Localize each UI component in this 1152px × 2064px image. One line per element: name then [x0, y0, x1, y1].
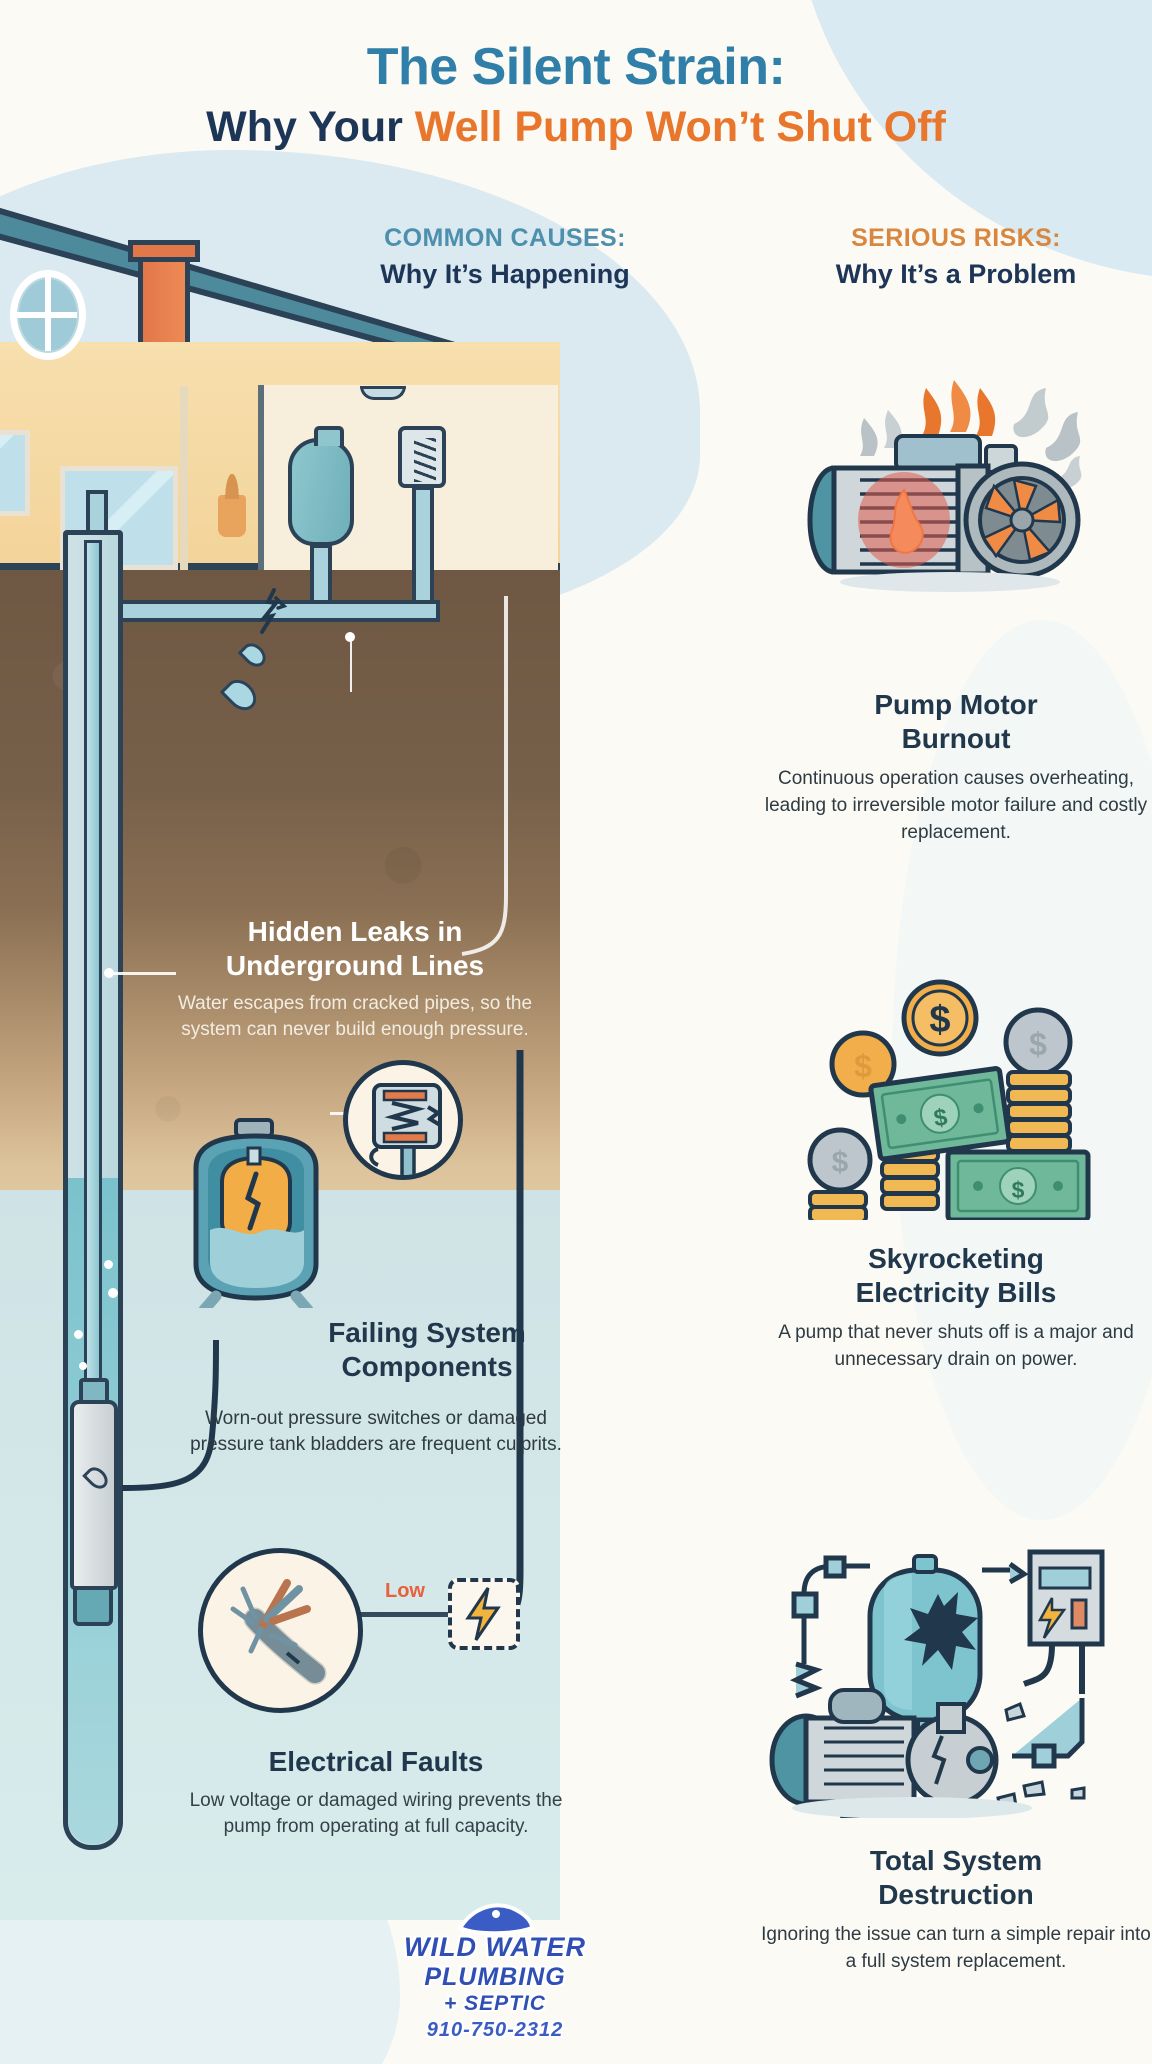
logo-line-3: + SEPTIC: [444, 1992, 546, 2015]
column-header-common-causes: COMMON CAUSES: Why It’s Happening: [230, 224, 780, 290]
risk-title-line1: Pump Motor: [874, 689, 1038, 720]
cause-title-electrical-faults: Electrical Faults: [268, 1746, 484, 1777]
risk-block-total-system-destruction: Total System Destruction Ignoring the is…: [756, 1844, 1152, 1976]
svg-text:$: $: [832, 1146, 849, 1179]
pump-power-cable: [121, 1340, 219, 1491]
page-title-line2-accent: Well Pump Won’t Shut Off: [414, 103, 946, 152]
page-title-line2: Why Your Well Pump Won’t Shut Off: [0, 102, 1152, 154]
low-voltage-badge: Low: [385, 1580, 425, 1602]
cause-body-electrical-faults: Low voltage or damaged wiring prevents t…: [189, 1789, 563, 1837]
supply-line-path: [461, 596, 508, 956]
cause-body-hidden-leaks: Water escapes from cracked pipes, so the…: [177, 993, 533, 1041]
company-logo[interactable]: WILD WATER PLUMBING + SEPTIC 910-750-231…: [370, 1898, 620, 2041]
page-title-line2-plain: Why Your: [206, 103, 415, 152]
pipe-tank-drop: [310, 544, 332, 604]
indoor-pressure-tank-icon: [288, 426, 354, 546]
column-header-serious-risks: SERIOUS RISKS: Why It’s a Problem: [760, 224, 1152, 290]
cause-title-line1: Hidden Leaks in: [247, 916, 463, 947]
risk-title-skyrocketing-bills: Skyrocketing Electricity Bills: [756, 1242, 1152, 1310]
risk-title-total-system-destruction: Total System Destruction: [756, 1844, 1152, 1912]
cause-title-line2: Components: [341, 1350, 513, 1382]
risks-kicker: SERIOUS RISKS:: [851, 224, 1061, 252]
pipe-switch-drop: [412, 486, 434, 604]
pressure-switch-icon: [369, 1083, 442, 1175]
logo-phone[interactable]: 910-750-2312: [426, 2019, 564, 2041]
lightning-bolt-icon: [465, 1587, 501, 1641]
cause-block-electrical-faults: Electrical Faults Low voltage or damaged…: [186, 1745, 566, 1840]
risk-block-pump-motor-burnout: Pump Motor Burnout Continuous operation …: [756, 688, 1152, 846]
pump-cap-icon: [79, 1378, 109, 1404]
chimney-cap-icon: [128, 240, 200, 262]
money-stack-icon: $ $ $ $ $ $: [807, 979, 1091, 1220]
cause-title-line1: Failing System: [328, 1317, 526, 1348]
submersible-pump-icon: [70, 1378, 118, 1626]
indoor-pressure-switch-icon: [398, 426, 446, 488]
svg-text:$: $: [1029, 1026, 1047, 1062]
cause-body-failing-components: Worn-out pressure switches or damaged pr…: [190, 1408, 562, 1456]
svg-text:$: $: [932, 1104, 950, 1133]
leader-dot-components: [104, 968, 114, 978]
bubble-icon-1: [104, 1260, 113, 1269]
bubble-icon-2: [108, 1288, 118, 1298]
pipe-crack-icon: [258, 588, 288, 634]
risks-subtitle: Why It’s a Problem: [835, 259, 1077, 289]
cause-block-failing-components: Worn-out pressure switches or damaged pr…: [186, 1330, 566, 1459]
water-droplet-icon: [82, 1463, 112, 1493]
frayed-wire-callout-circle: [198, 1548, 363, 1713]
risk-block-skyrocketing-bills: Skyrocketing Electricity Bills A pump th…: [756, 1242, 1152, 1374]
risk-body-pump-motor-burnout: Continuous operation causes overheating,…: [764, 768, 1148, 843]
pressure-tank-bladder-icon: [193, 1118, 319, 1308]
cause-block-hidden-leaks: Hidden Leaks in Underground Lines Water …: [160, 915, 550, 1044]
switch-coil-icon: [414, 438, 436, 482]
ceiling-lamp-icon: [360, 386, 406, 400]
bubble-icon-3: [74, 1330, 83, 1339]
causes-kicker: COMMON CAUSES:: [384, 224, 626, 252]
logo-line-2: PLUMBING: [424, 1963, 566, 1991]
risk-title-line2: Electricity Bills: [855, 1277, 1057, 1309]
risk-title-line1: Skyrocketing: [868, 1243, 1044, 1274]
drop-pipe-icon: [84, 540, 102, 1410]
voltage-indicator-box: [448, 1578, 520, 1650]
svg-text:$: $: [929, 999, 950, 1041]
risk-body-skyrocketing-bills: A pump that never shuts off is a major a…: [778, 1322, 1134, 1370]
cause-title-failing-components: Failing System Components: [288, 1316, 566, 1383]
wire-to-box-line: [360, 1612, 448, 1617]
potted-plant-icon: [218, 455, 246, 537]
cause-title-hidden-leaks: Hidden Leaks in Underground Lines: [160, 915, 550, 982]
interior-wall-divider: [180, 386, 188, 570]
overheating-motor-icon: [807, 380, 1082, 592]
risk-body-total-system-destruction: Ignoring the issue can turn a simple rep…: [761, 1924, 1151, 1972]
risk-title-line2: Burnout: [901, 723, 1011, 755]
risk-title-line1: Total System: [869, 1845, 1043, 1876]
poster-header: The Silent Strain: Why Your Well Pump Wo…: [0, 38, 1152, 154]
svg-text:$: $: [854, 1048, 872, 1084]
causes-subtitle: Why It’s Happening: [380, 259, 630, 289]
pump-base-icon: [73, 1586, 113, 1626]
risk-title-line2: Destruction: [878, 1879, 1034, 1911]
leader-line-leaks: [350, 640, 352, 692]
leader-dot-leaks: [345, 632, 355, 642]
frayed-wire-icon: [230, 1579, 327, 1685]
wave-splash-icon: [457, 1903, 535, 1936]
round-attic-window-icon: [10, 270, 86, 360]
broken-pump-system-icon: [769, 1549, 1105, 1818]
bubble-icon-4: [79, 1362, 87, 1370]
logo-line-1: WILD WATER: [404, 1932, 586, 1962]
window-left-icon: [0, 430, 30, 516]
svg-text:$: $: [1012, 1177, 1025, 1203]
page-title-line1: The Silent Strain:: [366, 38, 786, 96]
risk-title-pump-motor-burnout: Pump Motor Burnout: [756, 688, 1152, 756]
pressure-switch-callout-circle: [343, 1060, 463, 1180]
leader-line-components: [110, 972, 176, 975]
cause-title-line2: Underground Lines: [225, 949, 485, 981]
